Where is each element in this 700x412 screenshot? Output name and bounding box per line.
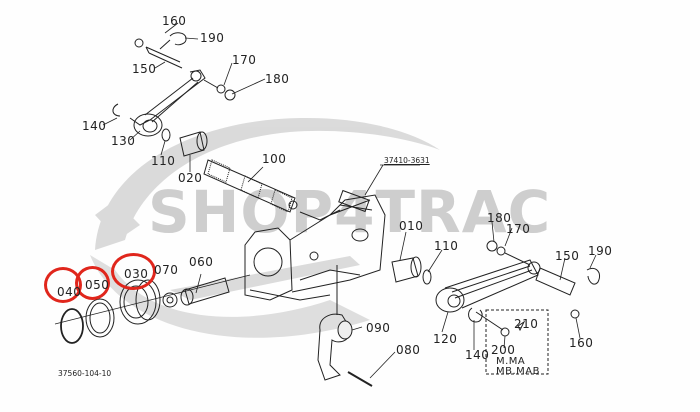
highlight-circle-050 — [75, 266, 110, 300]
figure-code: 37560-104-10 — [58, 369, 112, 378]
callout-030: 030 — [124, 267, 149, 281]
callout-020: 020 — [178, 171, 203, 185]
callout-110-right: 110 — [434, 239, 459, 253]
lower-arm-090 — [317, 265, 373, 387]
callout-190-right: 190 — [588, 244, 613, 258]
leader-lines — [102, 22, 597, 379]
callout-040: 040 — [57, 285, 82, 299]
right-linkage — [391, 240, 601, 375]
callout-110-left: 110 — [151, 154, 176, 168]
callout-060: 060 — [189, 255, 214, 269]
callout-160: 160 — [162, 14, 187, 28]
callout-150: 150 — [132, 62, 157, 76]
callout-050: 050 — [85, 278, 110, 292]
callout-180: 180 — [265, 72, 290, 86]
callout-080: 080 — [396, 343, 421, 357]
upper-left-linkage — [112, 32, 236, 157]
callout-140-right: 140 — [465, 348, 490, 362]
housing — [244, 189, 386, 301]
callout-170-right: 170 — [506, 222, 531, 236]
callout-090: 090 — [366, 321, 391, 335]
callout-150-right: 150 — [555, 249, 580, 263]
callout-210: 210 — [514, 317, 539, 331]
callout-130: 130 — [111, 134, 136, 148]
callout-160-right: 160 — [569, 336, 594, 350]
callout-100: 100 — [262, 152, 287, 166]
callout-010: 010 — [399, 219, 424, 233]
watermark-swoosh — [90, 117, 440, 338]
assembly-part-number: 37410-3631 — [384, 156, 430, 165]
callout-120: 120 — [433, 332, 458, 346]
callout-200: 200 — [491, 343, 516, 357]
variant-note-2: MB.MAB — [496, 366, 540, 377]
callout-070: 070 — [154, 263, 179, 277]
callout-180-right: 180 — [487, 211, 512, 225]
variant-note-1: M.MA — [496, 356, 526, 367]
callout-140: 140 — [82, 119, 107, 133]
callout-190: 190 — [200, 31, 225, 45]
highlight-circle-030 — [111, 253, 156, 290]
callout-170: 170 — [232, 53, 257, 67]
shaft-100 — [203, 159, 298, 213]
